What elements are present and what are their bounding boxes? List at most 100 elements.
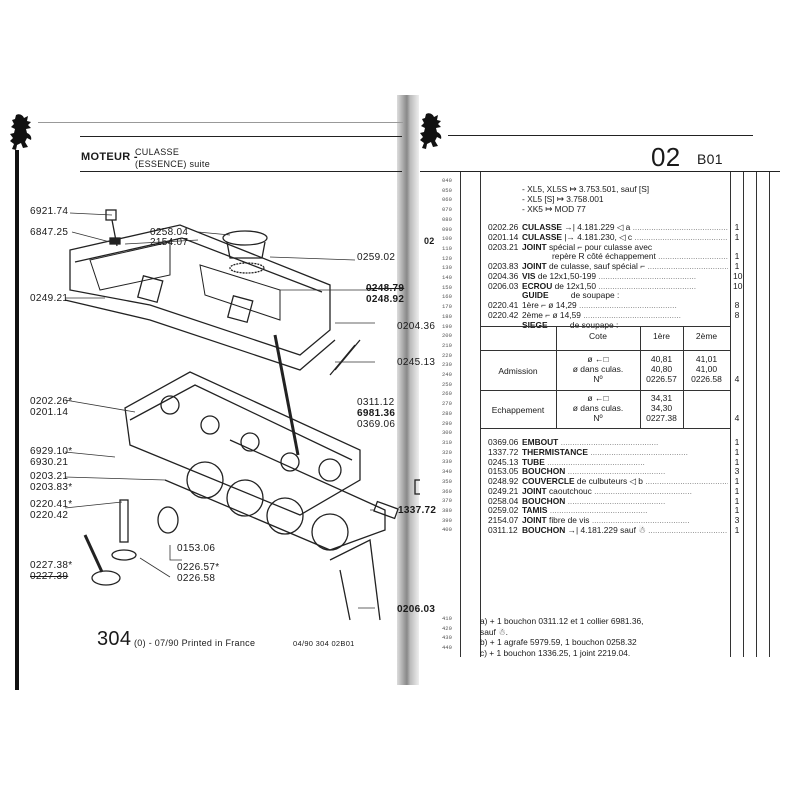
seat-first: 34,31 xyxy=(650,393,673,403)
callout-0259-02: 0259.02 xyxy=(357,252,396,263)
line-number: 430 xyxy=(442,634,452,642)
exploded-diagram xyxy=(64,209,420,621)
line-number: 360 xyxy=(442,487,452,495)
line-number: 280 xyxy=(442,409,452,417)
part-name: EMBOUT xyxy=(522,437,559,447)
part-ref: 0153.05 xyxy=(488,466,519,477)
seat-first: 34,30 xyxy=(650,403,673,413)
stud-drawing xyxy=(273,334,300,456)
part-name: TAMIS xyxy=(522,505,548,516)
part-qty: 8 xyxy=(734,300,740,310)
col-divider-extra3 xyxy=(769,172,770,657)
part-ref: 0220.42 xyxy=(488,309,519,320)
line-number: 040 xyxy=(442,177,452,184)
callout-0220-41: 0220.41* xyxy=(30,499,73,510)
line-number: 190 xyxy=(442,322,452,330)
seat-qty: 4 xyxy=(734,413,740,423)
col-divider-linenum xyxy=(460,172,461,657)
callout-0203-83: 0203.83* xyxy=(30,482,73,493)
line-number: 160 xyxy=(442,293,452,301)
part-qty: 1 xyxy=(734,222,740,232)
leader-dots: ........................................… xyxy=(648,524,728,535)
part-desc: de 12x1,50 xyxy=(552,280,597,291)
part-desc: spécial ⌐ pour culasse avec xyxy=(546,241,653,252)
line-number: 250 xyxy=(442,380,452,388)
line-number: 260 xyxy=(442,390,452,398)
col-divider-main xyxy=(480,172,481,657)
callout-0249-21: 0249.21 xyxy=(30,293,69,304)
leader-lines xyxy=(64,212,375,609)
leader-dots: ........................................… xyxy=(647,261,728,271)
line-number: 310 xyxy=(442,438,452,446)
part-name: COUVERCLE xyxy=(522,476,575,486)
line-number: 340 xyxy=(442,468,452,476)
part-qty: 10 xyxy=(733,270,743,281)
footnote: b) + 1 agrafe 5979.59, 1 bouchon 0258.32 xyxy=(480,637,637,647)
part-desc: de soupape : xyxy=(568,290,620,301)
cylinder-head-drawing xyxy=(124,371,361,516)
seat-first: 0226.57 xyxy=(646,374,677,384)
leader-dots: ........................................… xyxy=(658,251,728,262)
part-ref: 0203.21 xyxy=(488,241,519,252)
thermistor-drawing xyxy=(373,500,399,520)
line-number: 110 xyxy=(442,244,452,252)
callout-6921-74: 6921.74 xyxy=(30,206,69,217)
applicability-line-1: - XL5, XL5S ↦ 3.753.501, sauf [S] xyxy=(522,184,650,194)
peugeot-lion-logo-right xyxy=(420,113,442,149)
line-number: 230 xyxy=(442,361,452,369)
part-name: BOUCHON xyxy=(522,524,566,535)
part-row: repère R côté échappement ..............… xyxy=(488,251,728,261)
applicability-line-3: - XK5 ↦ MOD 77 xyxy=(522,204,586,214)
seat-second: 41,00 xyxy=(695,364,718,374)
line-number: 300 xyxy=(442,429,452,437)
part-qty: 1 xyxy=(734,524,740,535)
line-number: 370 xyxy=(442,497,452,505)
part-desc: repère R côté échappement xyxy=(552,251,656,262)
group-number: 02 xyxy=(651,142,681,172)
leader-dots: ........................................… xyxy=(645,476,728,486)
part-name: SIEGE xyxy=(522,319,548,330)
part-row: SIEGE de soupape : xyxy=(488,320,728,330)
callout-0220-42: 0220.42 xyxy=(30,510,69,521)
part-qty: 3 xyxy=(734,515,740,525)
valve-guide-drawing xyxy=(111,499,137,561)
seat-cote: Nº xyxy=(593,374,603,384)
print-info: (0) - 07/90 Printed in France xyxy=(134,638,256,648)
leader-dots: ........................................… xyxy=(558,437,659,447)
line-number: 270 xyxy=(442,400,452,408)
part-desc: →| 4.181.229 ◁ a xyxy=(562,222,631,232)
part-ref: 0203.83 xyxy=(488,261,519,271)
part-name: GUIDE xyxy=(522,290,549,301)
page-code: 04/90 304 02B01 xyxy=(293,639,355,648)
line-number: 210 xyxy=(442,341,452,349)
callout-0201-14: 0201.14 xyxy=(30,407,69,418)
callout-0369-06: 0369.06 xyxy=(357,419,396,430)
line-number: 350 xyxy=(442,477,452,485)
left-margin-bar xyxy=(15,150,19,690)
callout-0153-06: 0153.06 xyxy=(177,543,216,554)
part-desc: 2ème ⌐ ø 14,59 xyxy=(522,309,581,320)
line-number: 410 xyxy=(442,615,452,622)
section-title: MOTEUR - xyxy=(81,151,138,163)
footnote: c) + 1 bouchon 1336.25, 1 joint 2219.04. xyxy=(480,647,631,658)
part-desc: 1ère ⌐ ø 14,29 xyxy=(522,300,577,310)
seat-second: 41,01 xyxy=(695,354,718,364)
subsection-title: CULASSE xyxy=(135,147,180,157)
leader-dots: ........................................… xyxy=(547,505,648,516)
line-number: 420 xyxy=(442,624,452,632)
part-name: JOINT xyxy=(522,261,547,271)
col-divider-extra2 xyxy=(756,172,757,657)
part-name: BOUCHON xyxy=(522,495,566,506)
engine-block-drawing xyxy=(329,539,381,621)
part-qty: 1 xyxy=(734,231,740,242)
applicability-line-2: - XL5 [S] ↦ 3.758.001 xyxy=(522,194,604,204)
line-number: 400 xyxy=(442,526,452,534)
page-gutter-shadow xyxy=(397,95,419,685)
